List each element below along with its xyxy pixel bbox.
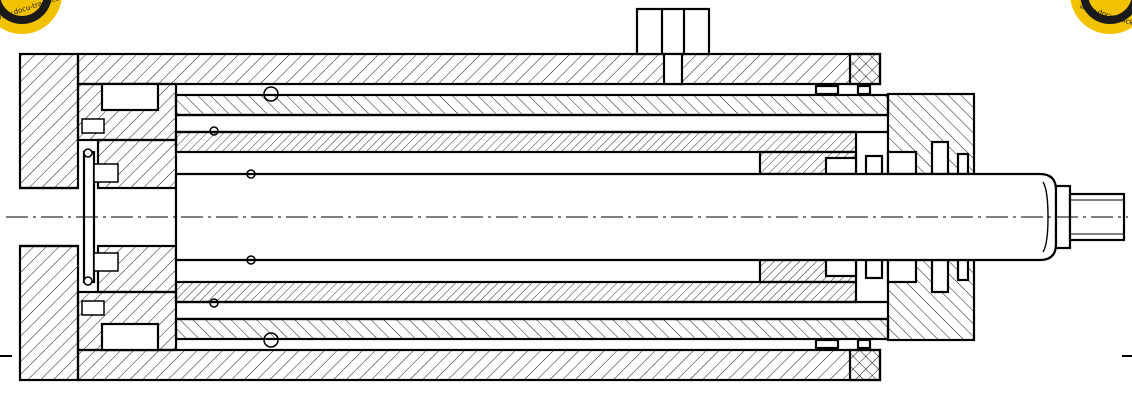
docu-track-badge-icon: [1070, 0, 1132, 34]
watermark-right: www.docu-track.com: [1070, 0, 1132, 34]
docu-track-badge-icon: [0, 0, 62, 34]
port-fitting: [635, 7, 711, 86]
rod-seals: [758, 84, 884, 350]
watermark-left: www.docu-track.com: [0, 0, 67, 34]
piston-head: [76, 82, 178, 352]
outer-barrel: [76, 52, 882, 382]
oil-passages: [209, 86, 279, 348]
inner-tube: [174, 93, 890, 341]
end-cap: [18, 52, 80, 382]
